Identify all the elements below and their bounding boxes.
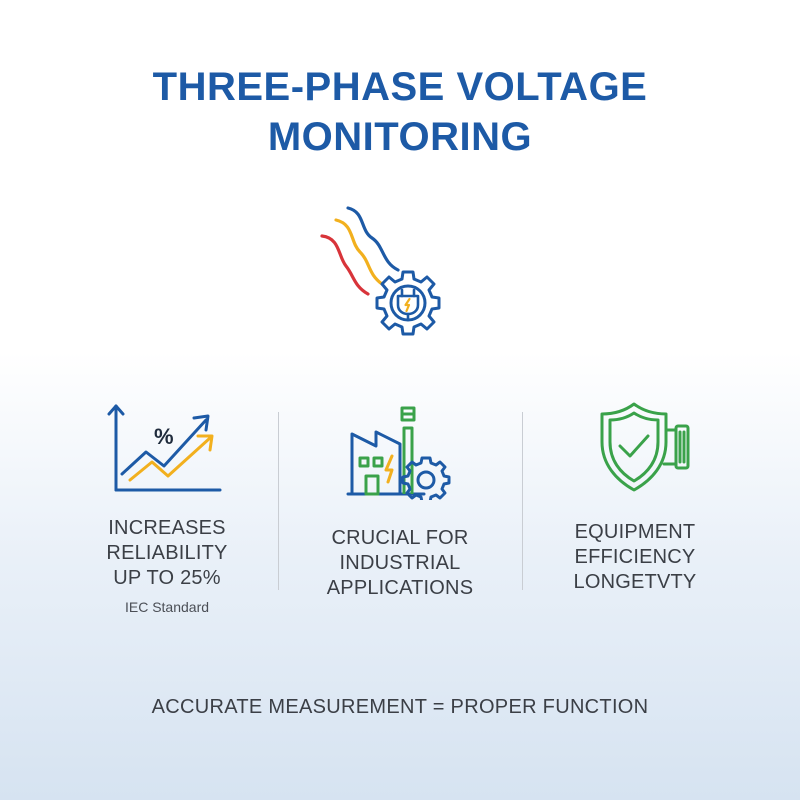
divider (522, 412, 523, 590)
feature-equipment: EQUIPMENT EFFICIENCY LONGETVTY (525, 400, 745, 595)
divider (278, 412, 279, 590)
feature-label-line: UP TO 25% (113, 567, 221, 589)
feature-label-line: EFFICIENCY (574, 546, 696, 568)
feature-label-line: EQUIPMENT (574, 521, 696, 543)
growth-chart-percent-icon: % (107, 404, 222, 492)
feature-label-line: INCREASES (108, 517, 226, 539)
feature-reliability: % INCREASES RELIABILITY UP TO 25% IEC St… (57, 400, 277, 615)
feature-label-line: INDUSTRIAL (339, 552, 461, 574)
feature-label-line: LONGETVTY (573, 571, 697, 593)
phase-wave-blue (346, 206, 400, 272)
factory-gear-icon (346, 406, 451, 500)
gear-icon (401, 456, 451, 500)
shield-check-icon (600, 402, 690, 492)
phase-wave-yellow (334, 218, 384, 286)
feature-label-line: CRUCIAL FOR (331, 527, 469, 549)
feature-sublabel: IEC Standard (124, 599, 210, 615)
footer-tagline: ACCURATE MEASUREMENT = PROPER FUNCTION (151, 696, 649, 718)
three-phase-waves-gear-plug-icon (320, 206, 441, 336)
phase-wave-red (320, 234, 370, 296)
feature-label: INCREASES RELIABILITY UP TO 25% (57, 516, 277, 591)
percent-glyph: % (154, 424, 174, 449)
title-line-1: THREE-PHASE VOLTAGE (152, 65, 648, 109)
feature-industrial: CRUCIAL FOR INDUSTRIAL APPLICATIONS (290, 400, 510, 601)
feature-label: CRUCIAL FOR INDUSTRIAL APPLICATIONS (290, 526, 510, 601)
feature-label-line: APPLICATIONS (326, 577, 474, 599)
plug-icon (396, 288, 420, 321)
feature-label: EQUIPMENT EFFICIENCY LONGETVTY (525, 520, 745, 595)
page-title: THREE-PHASE VOLTAGE MONITORING (0, 62, 800, 162)
title-line-2: MONITORING (267, 115, 533, 159)
feature-label-line: RELIABILITY (106, 542, 228, 564)
